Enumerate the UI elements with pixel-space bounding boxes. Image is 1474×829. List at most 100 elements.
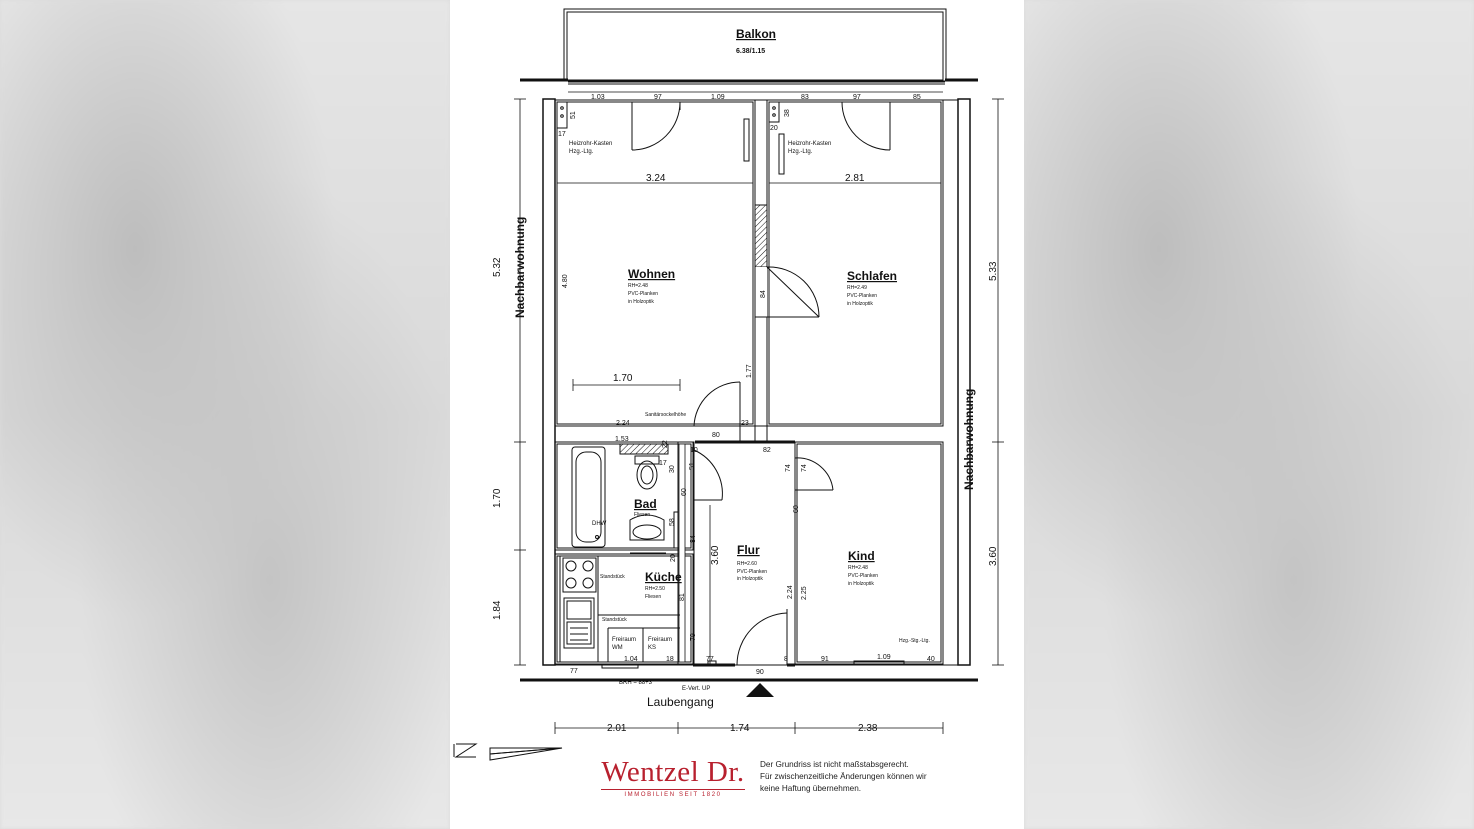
dim-right-533: 5.33: [988, 261, 999, 281]
north-arrow: [453, 743, 563, 761]
schlafen-rh: RH=2.49: [847, 285, 867, 291]
kueche-window: [601, 663, 639, 669]
dim-80: 80: [712, 432, 720, 439]
neighbor-right-label: Nachbarwohnung: [962, 389, 976, 490]
dim-left-532: 5.32: [492, 257, 503, 277]
dim-22: 22: [662, 440, 669, 448]
schlafen-door: [766, 266, 820, 318]
heating-pipe-box-right: [768, 101, 780, 123]
freiraum-wm-1: Freiraum: [612, 637, 636, 643]
dim-97b: 97: [853, 94, 861, 101]
small-dimensions: 1.03 97 1.09 83 97 85 4.80 2.24 1.53 1.7…: [558, 94, 935, 676]
dim-40: 40: [927, 656, 935, 663]
floor-plan-sheet: Balkon 6.38/1.15 Wohnen RH=2.48 PVC-Plan…: [450, 0, 1024, 829]
e-vert-box: [707, 660, 717, 666]
laubengang-label: Laubengang: [647, 695, 714, 709]
partition-wall-lower: [754, 316, 768, 427]
balcony-door-right: [841, 101, 891, 151]
dim-74a: 74: [785, 464, 792, 472]
flur-rh: RH=2.60: [737, 561, 757, 567]
bath-fixtures: [571, 443, 679, 549]
dim-97a: 97: [654, 94, 662, 101]
dim-81: 81: [679, 593, 686, 601]
dim-wohnen-width: 3.24: [646, 173, 666, 184]
entrance-arrow: [746, 683, 774, 697]
dim-480: 4.80: [562, 274, 569, 288]
kind-rh: RH=2.48: [848, 565, 868, 571]
kitchen-fixtures: [559, 552, 680, 663]
dim-18: 18: [666, 656, 674, 663]
wohnen-door: [693, 381, 741, 427]
kueche-rh: RH=2.50: [645, 586, 665, 592]
dimension-lines: [514, 91, 1004, 734]
dim-104: 1.04: [624, 656, 638, 663]
dim-left-170: 1.70: [492, 488, 503, 508]
heizrohr-right-2: Hzg.-Ltg.: [788, 149, 813, 155]
dim-83: 83: [801, 94, 809, 101]
dim-58: 58: [669, 518, 676, 526]
freiraum-wm-2: WM: [612, 645, 623, 651]
dim-91: 91: [821, 656, 829, 663]
door-opening: [755, 267, 767, 317]
bad-floor: Fliesen: [634, 512, 650, 518]
kind-door: [794, 457, 834, 491]
partition-wall: [754, 99, 768, 206]
heating-pipe-box-left: [556, 101, 568, 129]
dim-17: 17: [659, 460, 667, 467]
brh-note: BRH = 88+3: [619, 680, 653, 686]
dim-8: 8: [784, 656, 788, 663]
schlafen-floor-2: in Holzoptik: [847, 301, 873, 307]
kueche-label: Küche: [645, 570, 682, 584]
dim-38: 38: [784, 109, 791, 117]
balkon-size: 6.38/1.15: [736, 48, 765, 55]
dim-84b: 84: [690, 535, 697, 543]
freiraum-ks-2: KS: [648, 645, 656, 651]
wohnen-floor-2: in Holzoptik: [628, 299, 654, 305]
bad-label: Bad: [634, 497, 657, 511]
dim-153: 1.53: [615, 436, 629, 443]
dim-109b: 1.09: [877, 654, 891, 661]
dim-103: 1.03: [591, 94, 605, 101]
disclaimer-line-2: Für zwischenzeitliche Änderungen können …: [760, 772, 927, 781]
balcony-door-left: [631, 101, 681, 151]
chimney-column: [754, 204, 768, 268]
kind-label: Kind: [848, 549, 875, 563]
dim-10: 10: [690, 447, 698, 454]
dim-60a: 60: [681, 488, 688, 496]
dim-109: 1.09: [711, 94, 725, 101]
heizrohr-right-1: Heizrohr-Kasten: [788, 141, 831, 147]
wohnen-rh: RH=2.48: [628, 283, 648, 289]
dim-schlafen-width: 2.81: [845, 173, 865, 184]
kind-window: [853, 660, 905, 666]
evert-note: E-Vert. UP: [682, 686, 710, 692]
standstueck-note-2: Standstück: [602, 617, 627, 623]
wohnen-floor: PVC-Planken: [628, 291, 658, 297]
dim-wohnen-inner: 1.70: [613, 373, 633, 384]
dim-left-184: 1.84: [492, 600, 503, 620]
kind-floor: PVC-Planken: [848, 573, 878, 579]
outer-walls: [520, 98, 978, 682]
schlafen-floor: PVC-Planken: [847, 293, 877, 299]
dim-224b: 2.24: [787, 585, 794, 599]
dim-85: 85: [913, 94, 921, 101]
logo-name: Wentzel Dr.: [601, 756, 745, 788]
dim-225: 2.25: [801, 586, 808, 600]
floor-plan-drawing: Balkon 6.38/1.15 Wohnen RH=2.48 PVC-Plan…: [453, 8, 1004, 761]
dim-20b: 20: [670, 554, 677, 562]
flur-label: Flur: [737, 543, 760, 557]
freiraum-ks-1: Freiraum: [648, 637, 672, 643]
neighbor-left-label: Nachbarwohnung: [513, 217, 527, 318]
dim-20: 20: [770, 125, 778, 132]
dim-bottom-201: 2.01: [607, 723, 627, 734]
dim-bottom-238: 2.38: [858, 723, 878, 734]
entry-door: [736, 609, 788, 666]
dim-bottom-174: 1.74: [730, 723, 750, 734]
dim-51b: 51: [570, 111, 577, 119]
disclaimer-line-1: Der Grundriss ist nicht maßstabsgerecht.: [760, 760, 909, 769]
dim-79: 79: [690, 633, 697, 641]
schlafen-label: Schlafen: [847, 269, 897, 283]
heizrohr-left-2: Hzg.-Ltg.: [569, 149, 594, 155]
disclaimer-line-3: keine Haftung übernehmen.: [760, 784, 862, 793]
kueche-floor: Fliesen: [645, 594, 661, 600]
dim-right-360: 3.60: [988, 546, 999, 566]
